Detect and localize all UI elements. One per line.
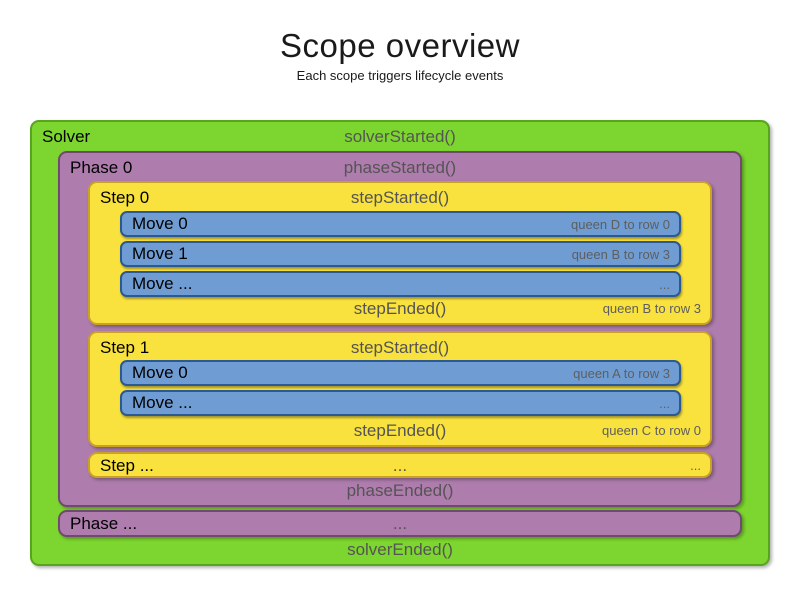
step-label: Step 0 [100,188,150,207]
move-detail: ... [659,395,670,411]
move-label: Move 0 [132,214,188,233]
move-row: Move ... ... [120,271,681,297]
phase-ellipsis-center: ... [392,514,408,533]
step-ellipsis-label: Step ... [100,456,154,475]
move-row: Move 0 queen D to row 0 [120,211,681,237]
solver-label: Solver [42,127,91,146]
move-detail: ... [659,276,670,292]
step-header: Step 0 stepStarted() [90,185,710,211]
move-detail: queen D to row 0 [570,216,670,232]
step-footer: stepEnded() queen C to row 0 [90,418,710,444]
step-ellipsis-line: Step ... ... ... [90,454,710,476]
phase-footer: phaseEnded() [60,478,740,504]
step-ended-event: stepEnded() [353,421,447,440]
page-title: Scope overview [280,27,520,64]
step-label: Step 1 [100,338,150,357]
move-label: Move ... [132,274,193,293]
solver-ended-event: solverEnded() [347,540,453,559]
step-ellipsis-center: ... [392,456,408,475]
step-box: Step 0 stepStarted() Move 0 queen D to r… [88,181,712,325]
move-row: Move 0 queen A to row 3 [120,360,681,386]
phase-ellipsis-line: Phase ... ... [60,512,740,535]
phase-header: Phase 0 phaseStarted() [60,155,740,181]
step-started-event: stepStarted() [350,188,450,207]
move-row: Move ... ... [120,390,681,416]
phase-label: Phase 0 [70,158,133,177]
phase-ended-event: phaseEnded() [346,481,454,500]
move-label: Move ... [132,393,193,412]
move-detail: queen A to row 3 [573,365,670,381]
phase-ellipsis-row: Phase ... ... [58,510,742,537]
solver-started-event: solverStarted() [344,127,456,146]
step-ended-detail: queen B to row 3 [602,301,701,316]
step-box: Step 1 stepStarted() Move 0 queen A to r… [88,331,712,447]
move-label: Move 1 [132,244,188,263]
page-subtitle: Each scope triggers lifecycle events [296,68,504,83]
phase-started-event: phaseStarted() [343,158,457,177]
step-ellipsis-right: ... [690,458,701,473]
solver-header: Solver solverStarted() [32,124,768,150]
move-label: Move 0 [132,363,188,382]
step-started-event: stepStarted() [350,338,450,357]
step-footer: stepEnded() queen B to row 3 [90,296,710,322]
step-header: Step 1 stepStarted() [90,335,710,361]
solver-footer: solverEnded() [32,537,768,563]
move-row: Move 1 queen B to row 3 [120,241,681,267]
phase-ellipsis-label: Phase ... [70,514,138,533]
step-ended-event: stepEnded() [353,299,447,318]
step-ended-detail: queen C to row 0 [601,423,701,438]
phase-box: Phase 0 phaseStarted() Step 0 stepStarte… [58,151,742,507]
solver-box: Solver solverStarted() Phase 0 phaseStar… [30,120,770,566]
step-ellipsis-row: Step ... ... ... [88,452,712,478]
move-detail: queen B to row 3 [571,246,670,262]
